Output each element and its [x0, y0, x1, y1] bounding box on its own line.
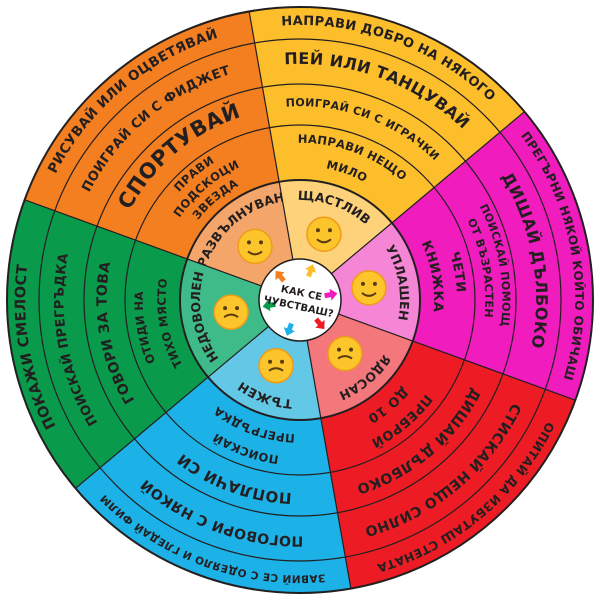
emoji-icon-scared: [351, 270, 387, 306]
arrow-icon-displeased: [262, 299, 276, 312]
arrow-icon-scared: [324, 288, 338, 301]
sector-angry: [320, 341, 576, 589]
emotion-segment-excited: [187, 181, 293, 286]
center-disc: [258, 258, 342, 342]
emoji-icon-happy: [306, 216, 342, 252]
sector-divider: [338, 313, 576, 401]
sector-divider: [306, 340, 352, 589]
arrow-icon-happy: [304, 264, 317, 278]
sector-scared: [391, 111, 593, 401]
activity-sectors: [6, 6, 593, 593]
emoji-icon-angry: [327, 335, 363, 372]
emoji-icon-sad: [258, 348, 294, 384]
sector-excited: [24, 11, 280, 259]
sector-divider: [248, 11, 294, 260]
arrow-icon-excited: [275, 270, 286, 283]
emoji-icon-displeased: [213, 294, 249, 330]
direction-arrows: [262, 264, 338, 336]
ring-divider: [124, 124, 476, 476]
arrow-icon-angry: [314, 317, 325, 330]
ring-dividers: [6, 6, 594, 594]
emotion-segment-angry: [307, 314, 413, 419]
sector-divider: [24, 199, 262, 287]
ring-divider: [38, 38, 562, 562]
center-circle: КАК СЕ ЧУВСТВАШ?: [258, 258, 342, 342]
ring-divider: [83, 83, 517, 517]
emoji-icon-excited: [237, 228, 273, 265]
ring-divider: [179, 179, 421, 421]
arrow-icon-sad: [283, 322, 296, 336]
sector-displeased: [6, 199, 209, 489]
ring-divider: [6, 6, 594, 594]
sector-divider: [331, 111, 525, 275]
sector-divider: [75, 325, 269, 489]
